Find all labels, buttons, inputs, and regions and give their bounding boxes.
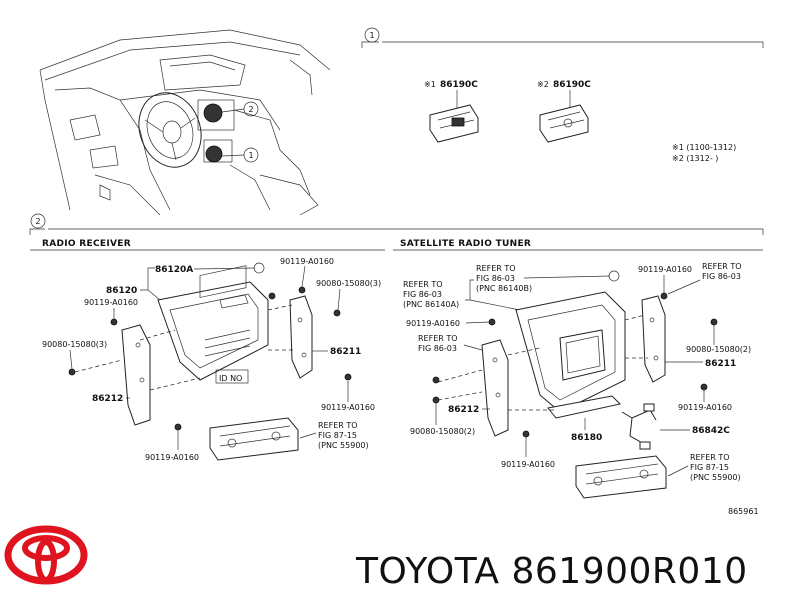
svg-text:86180: 86180 [571, 433, 602, 443]
switch-variant-2: ※2 86190C [537, 80, 591, 143]
variant-2-prefix: ※2 [537, 80, 549, 89]
svg-text:86212: 86212 [92, 394, 123, 404]
svg-text:90119-A0160: 90119-A0160 [145, 453, 199, 462]
satellite-tuner-assembly: REFER TO FIG 86-03 (PNC 86140B) REFER TO… [403, 262, 751, 499]
radio-receiver-heading: RADIO RECEIVER [42, 239, 131, 249]
dashboard-illustration [39, 29, 331, 216]
svg-text:※1 (1100-1312): ※1 (1100-1312) [672, 143, 736, 152]
svg-text:(PNC 55900): (PNC 55900) [690, 473, 741, 482]
svg-text:90080-15080(3): 90080-15080(3) [42, 340, 107, 349]
svg-text:86212: 86212 [448, 405, 479, 415]
variant-legend: ※1 (1100-1312) ※2 (1312- ) [672, 143, 736, 163]
svg-text:REFER TO: REFER TO [476, 264, 516, 273]
svg-text:90119-A0160: 90119-A0160 [638, 265, 692, 274]
svg-text:86120A: 86120A [155, 265, 193, 275]
svg-text:REFER TO: REFER TO [318, 421, 358, 430]
svg-text:90080-15080(2): 90080-15080(2) [686, 345, 751, 354]
svg-text:FIG 86-03: FIG 86-03 [418, 344, 457, 353]
svg-text:86211: 86211 [705, 359, 736, 369]
svg-text:FIG 87-15: FIG 87-15 [318, 431, 357, 440]
svg-text:90119-A0160: 90119-A0160 [678, 403, 732, 412]
callout-2-top: 2 [243, 101, 259, 117]
svg-text:(PNC 86140B): (PNC 86140B) [476, 284, 532, 293]
svg-text:FIG 86-03: FIG 86-03 [702, 272, 741, 281]
variant-1-part: 86190C [440, 80, 478, 90]
section-1-frame: 1 [361, 27, 764, 48]
radio-receiver-assembly: 86120A 86120 ID NO 9011 [42, 257, 381, 462]
svg-text:1: 1 [248, 151, 253, 160]
svg-text:90119-A0160: 90119-A0160 [406, 319, 460, 328]
switch-variant-1: ※1 86190C [424, 80, 479, 143]
svg-text:90119-A0160: 90119-A0160 [321, 403, 375, 412]
section-2-frame: 2 [29, 213, 764, 235]
svg-text:FIG 86-03: FIG 86-03 [403, 290, 442, 299]
variant-2-part: 86190C [553, 80, 591, 90]
satellite-tuner-heading: SATELLITE RADIO TUNER [400, 239, 531, 249]
diagram-code: 865961 [728, 507, 759, 516]
svg-text:REFER TO: REFER TO [418, 334, 458, 343]
svg-text:2: 2 [248, 105, 253, 114]
svg-text:※2 (1312- ): ※2 (1312- ) [672, 154, 718, 163]
svg-text:2: 2 [35, 217, 40, 226]
svg-text:(PNC 55900): (PNC 55900) [318, 441, 369, 450]
variant-1-prefix: ※1 [424, 80, 436, 89]
svg-text:FIG 86-03: FIG 86-03 [476, 274, 515, 283]
svg-text:86120: 86120 [106, 286, 137, 296]
svg-text:90119-A0160: 90119-A0160 [84, 298, 138, 307]
svg-text:FIG 87-15: FIG 87-15 [690, 463, 729, 472]
toyota-logo [4, 525, 88, 585]
svg-text:REFER TO: REFER TO [690, 453, 730, 462]
part-number-caption: TOYOTA 861900R010 [356, 551, 748, 592]
svg-text:90119-A0160: 90119-A0160 [501, 460, 555, 469]
svg-text:86842C: 86842C [692, 426, 730, 436]
id-no-tag: ID NO [219, 374, 242, 383]
svg-text:90080-15080(2): 90080-15080(2) [410, 427, 475, 436]
svg-text:90119-A0160: 90119-A0160 [280, 257, 334, 266]
svg-text:REFER TO: REFER TO [403, 280, 443, 289]
svg-text:86211: 86211 [330, 347, 361, 357]
svg-text:(PNC 86140A): (PNC 86140A) [403, 300, 459, 309]
svg-text:90080-15080(3): 90080-15080(3) [316, 279, 381, 288]
svg-text:REFER TO: REFER TO [702, 262, 742, 271]
callout-1-top: 1 [243, 147, 259, 163]
svg-text:1: 1 [369, 31, 374, 40]
